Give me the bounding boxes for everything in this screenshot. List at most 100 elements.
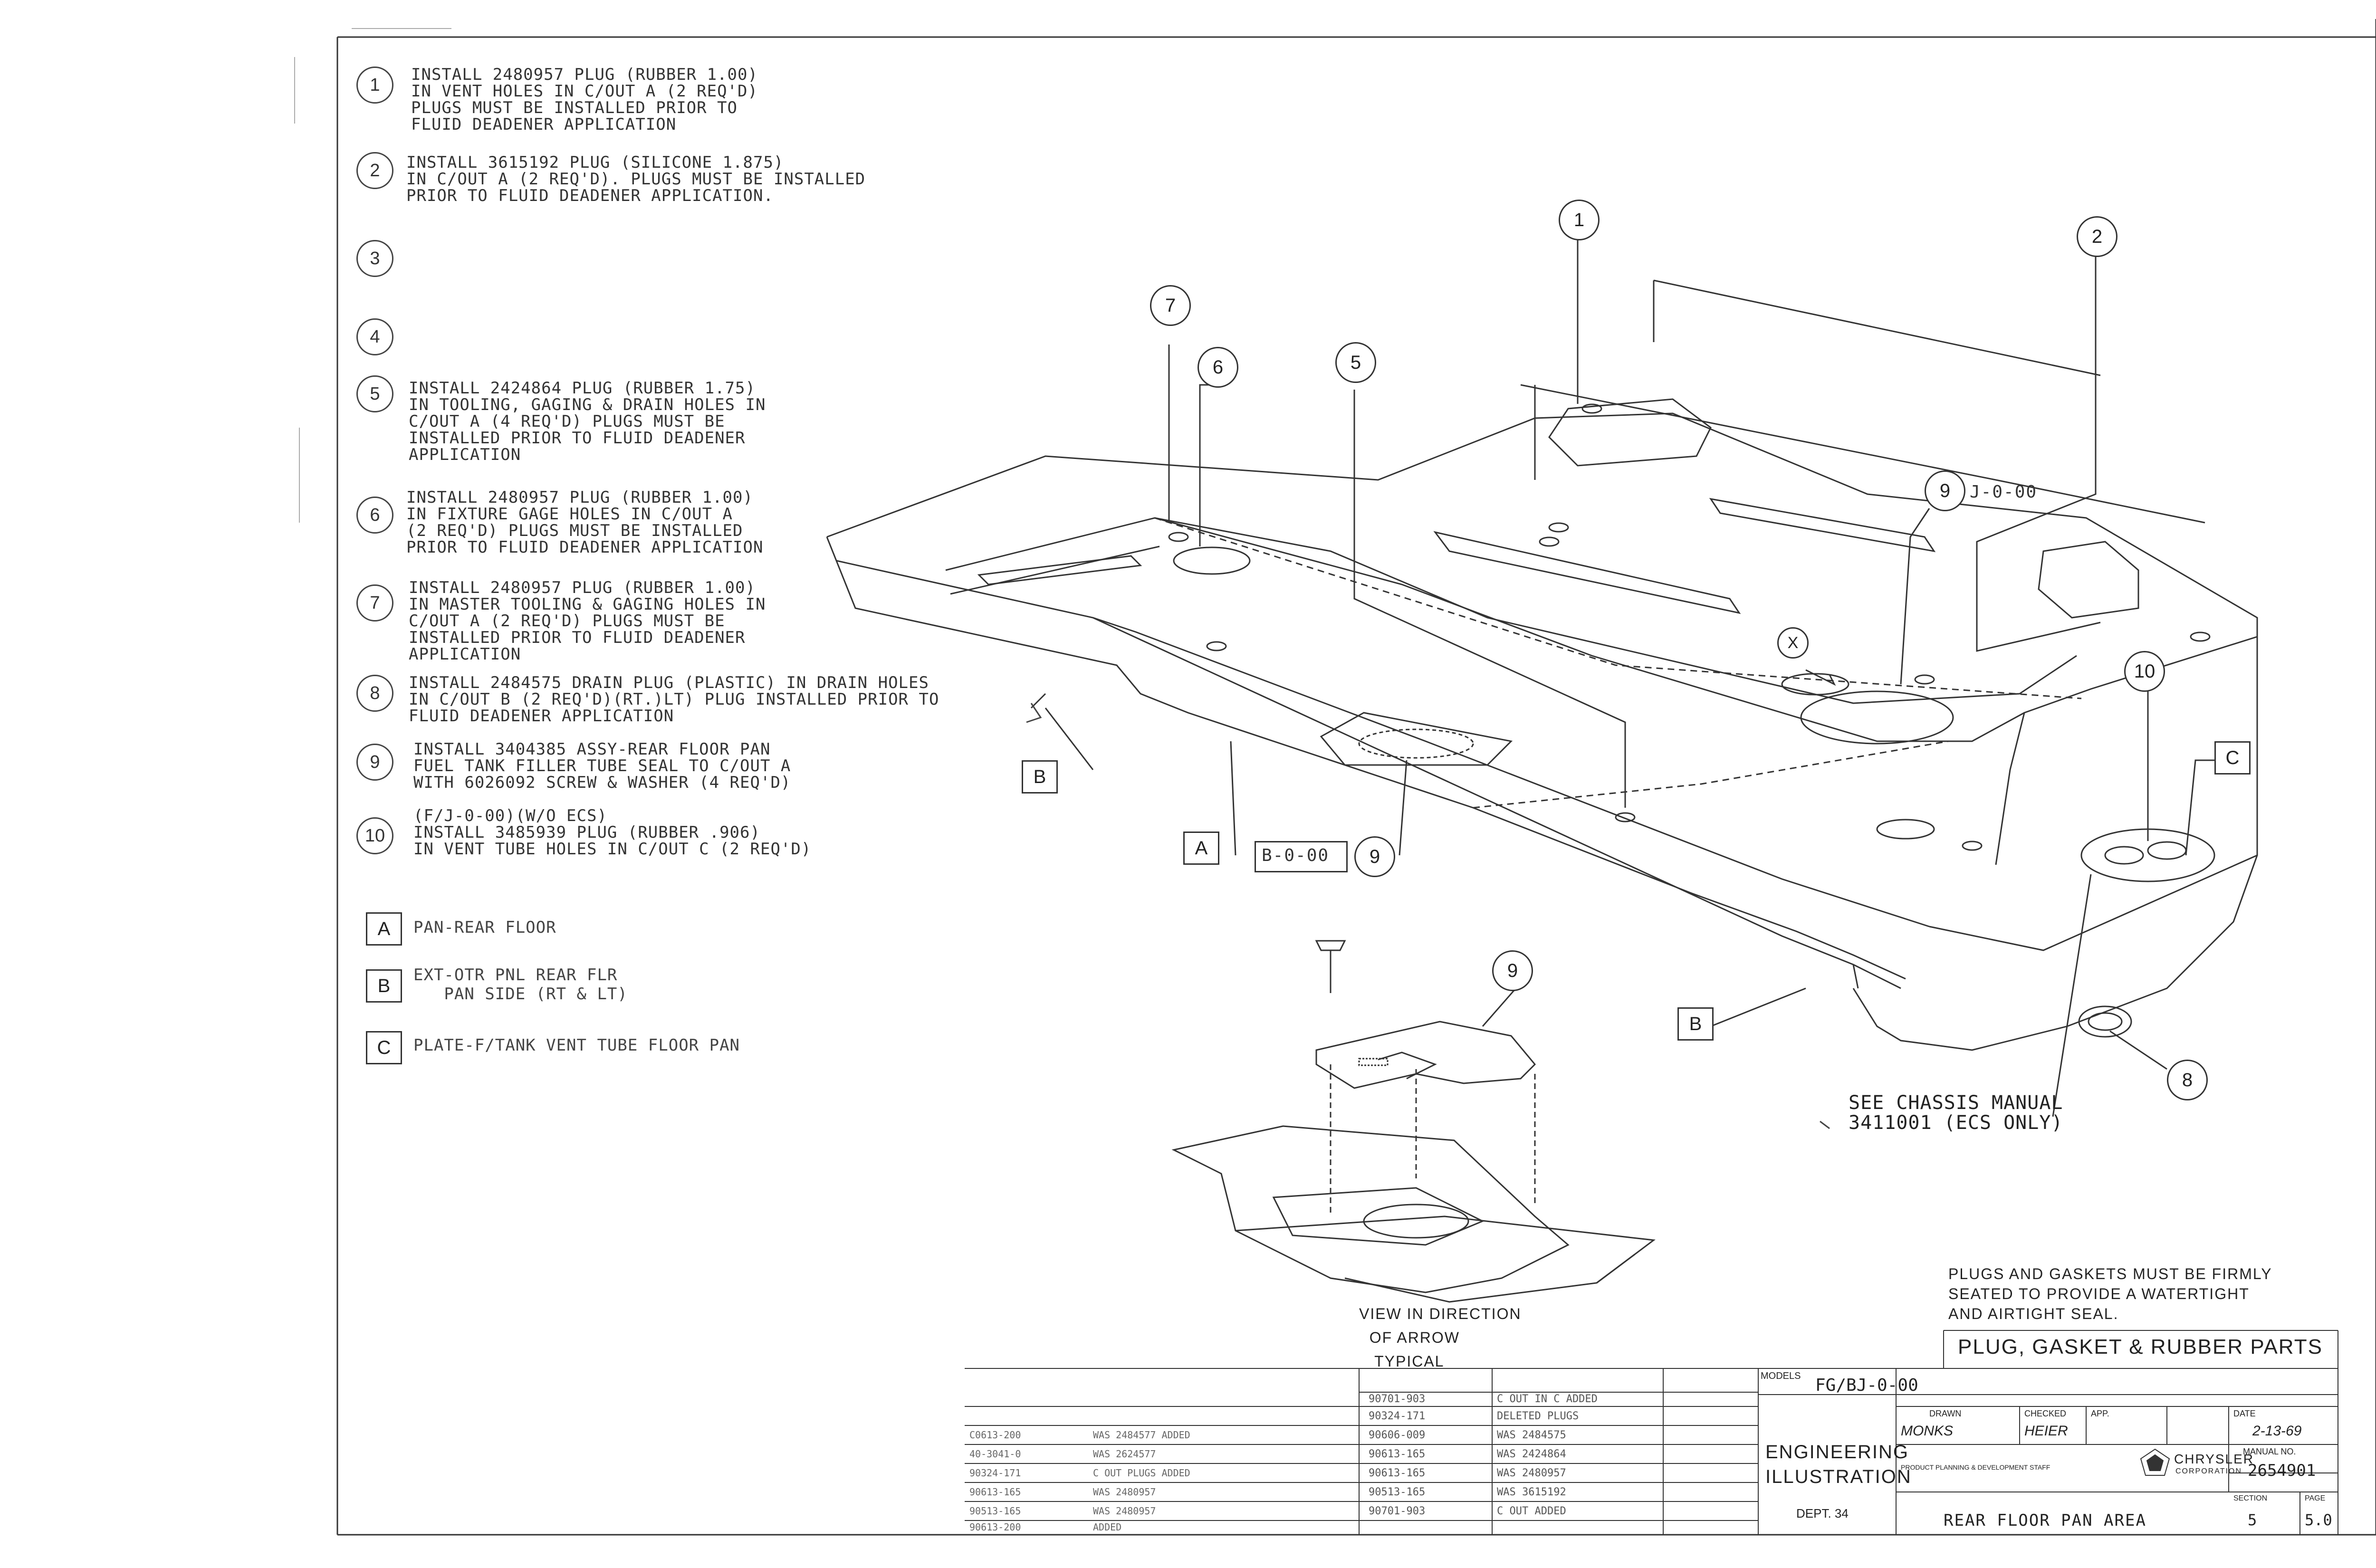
- note-text: INSTALL 2480957 PLUG (RUBBER 1.00) IN MA…: [409, 578, 766, 664]
- dept-name: ENGINEERING ILLUSTRATION: [1765, 1442, 1912, 1487]
- drawn-value: MONKS: [1901, 1423, 1954, 1439]
- scan-specks: [294, 28, 451, 523]
- part-label-b: B: [1677, 1007, 1714, 1041]
- callout-9-floor: 9: [1354, 836, 1395, 877]
- page-value: 5.0: [2305, 1511, 2332, 1529]
- revision-text: WAS 3615192: [1497, 1486, 1566, 1498]
- date-label: DATE: [2233, 1409, 2256, 1418]
- ref-b-0-00-box: [1255, 841, 1348, 872]
- revision-text: WAS 2484575: [1497, 1429, 1566, 1441]
- revision-ref: 90324-171: [1369, 1410, 1426, 1422]
- revision-text: WAS 2480957: [1093, 1486, 1156, 1498]
- note-text: INSTALL 2484575 DRAIN PLUG (PLASTIC) IN …: [409, 673, 939, 726]
- legend-letter: A: [366, 912, 402, 946]
- staff-label: PRODUCT PLANNING & DEVELOPMENT STAFF: [1901, 1463, 2050, 1471]
- revision-text: C OUT ADDED: [1497, 1505, 1566, 1517]
- revision-text: DELETED PLUGS: [1497, 1410, 1579, 1422]
- note-text: INSTALL 3404385 ASSY-REAR FLOOR PAN FUEL…: [413, 740, 791, 792]
- ref-j-0-00: J-0-00: [1970, 482, 2038, 502]
- note-number: 9: [356, 744, 393, 781]
- note-number: 3: [356, 240, 393, 277]
- revision-text: ADDED: [1093, 1521, 1122, 1533]
- revision-text: WAS 2484577 ADDED: [1093, 1429, 1190, 1441]
- arrow-marks: [1026, 703, 1830, 1129]
- revision-ref: C0613-200: [969, 1429, 1021, 1441]
- title-block-frame: [965, 1330, 2338, 1535]
- app-label: APP.: [2091, 1409, 2109, 1418]
- checked-value: HEIER: [2024, 1423, 2068, 1439]
- rear-floor-pan-drawing: [826, 279, 2258, 1051]
- arrow-x-marker: X: [1777, 627, 1809, 659]
- revision-text: WAS 2424864: [1497, 1448, 1566, 1460]
- revision-ref: 90324-171: [969, 1467, 1021, 1479]
- revision-text: WAS 2480957: [1093, 1505, 1156, 1517]
- note-number: 6: [356, 497, 393, 534]
- legend-letter: B: [366, 969, 402, 1003]
- note-text: INSTALL 2480957 PLUG (RUBBER 1.00) IN FI…: [406, 488, 764, 557]
- manual-label: MANUAL NO.: [2243, 1447, 2296, 1456]
- note-number: 2: [356, 152, 393, 189]
- drawing-title: PLUG, GASKET & RUBBER PARTS: [1958, 1335, 2323, 1358]
- chassis-manual-note: SEE CHASSIS MANUAL 3411001 (ECS ONLY): [1849, 1092, 2063, 1134]
- note-number: 5: [356, 375, 393, 412]
- ref-b-0-00: B-0-00: [1262, 846, 1330, 865]
- legend-text: PAN-REAR FLOOR: [413, 918, 556, 937]
- callout-1: 1: [1559, 200, 1600, 240]
- view-direction-note: VIEW IN DIRECTION OF ARROW TYPICAL: [1359, 1305, 1522, 1370]
- models-value: FG/BJ-0-00: [1815, 1376, 1918, 1395]
- revision-ref: 90701-903: [1369, 1505, 1426, 1517]
- manual-number: 2654901: [2248, 1461, 2316, 1480]
- note-number: 7: [356, 584, 393, 621]
- revision-ref: 90701-903: [1369, 1393, 1426, 1405]
- dept-number: DEPT. 34: [1796, 1506, 1849, 1520]
- area-title: REAR FLOOR PAN AREA: [1944, 1511, 2146, 1530]
- section-value: 5: [2248, 1511, 2257, 1529]
- leader-lines: [1030, 240, 2219, 1117]
- note-text: INSTALL 3615192 PLUG (SILICONE 1.875) IN…: [406, 153, 866, 205]
- callout-7: 7: [1150, 285, 1191, 326]
- revision-ref: 90513-165: [969, 1505, 1021, 1517]
- date-value: 2-13-69: [2252, 1423, 2302, 1439]
- revision-ref: 90513-165: [1369, 1486, 1426, 1498]
- revision-ref: 90613-200: [969, 1521, 1021, 1533]
- checked-label: CHECKED: [2024, 1409, 2067, 1418]
- models-label: MODELS: [1761, 1371, 1801, 1381]
- note-number: 1: [356, 67, 393, 104]
- sheet-border: [336, 19, 2376, 1536]
- revision-ref: 40-3041-0: [969, 1448, 1021, 1460]
- callout-10: 10: [2124, 651, 2165, 692]
- revision-text: WAS 2480957: [1497, 1467, 1566, 1479]
- page-label: PAGE: [2305, 1494, 2326, 1502]
- callout-6: 6: [1198, 347, 1238, 388]
- part-label-a: A: [1183, 832, 1219, 865]
- revision-text: C OUT PLUGS ADDED: [1093, 1467, 1190, 1479]
- chrysler-pentastar-logo: [2140, 1448, 2170, 1476]
- legend-text: EXT-OTR PNL REAR FLR PAN SIDE (RT & LT): [413, 966, 628, 1004]
- note-text: INSTALL 2480957 PLUG (RUBBER 1.00) IN VE…: [411, 65, 758, 134]
- revision-ref: 90613-165: [1369, 1448, 1426, 1460]
- revision-text: WAS 2624577: [1093, 1448, 1156, 1460]
- revision-text: C OUT IN C ADDED: [1497, 1393, 1598, 1405]
- revision-ref: 90606-009: [1369, 1429, 1426, 1441]
- plugs-gaskets-note: PLUGS AND GASKETS MUST BE FIRMLY SEATED …: [1948, 1265, 2272, 1322]
- detail-view-drawing: [1171, 940, 1656, 1303]
- revision-ref: 90613-165: [1369, 1467, 1426, 1479]
- callout-9-detail: 9: [1492, 950, 1533, 991]
- note-number: 10: [356, 817, 393, 854]
- legend-letter: C: [366, 1031, 402, 1064]
- note-number: 4: [356, 318, 393, 355]
- part-label-b-side: B: [1022, 760, 1058, 794]
- section-label: SECTION: [2233, 1494, 2268, 1502]
- note-number: 8: [356, 675, 393, 712]
- company-sub: CORPORATION: [2175, 1467, 2242, 1475]
- callout-2: 2: [2077, 216, 2117, 257]
- legend-text: PLATE-F/TANK VENT TUBE FLOOR PAN: [413, 1036, 740, 1055]
- part-label-c: C: [2214, 741, 2251, 774]
- callout-9-main: 9: [1925, 470, 1965, 511]
- callout-8: 8: [2167, 1060, 2208, 1100]
- note-text: INSTALL 2424864 PLUG (RUBBER 1.75) IN TO…: [409, 379, 766, 464]
- company-name: CHRYSLER: [2174, 1452, 2254, 1466]
- drawn-label: DRAWN: [1929, 1409, 1962, 1418]
- revision-ref: 90613-165: [969, 1486, 1021, 1498]
